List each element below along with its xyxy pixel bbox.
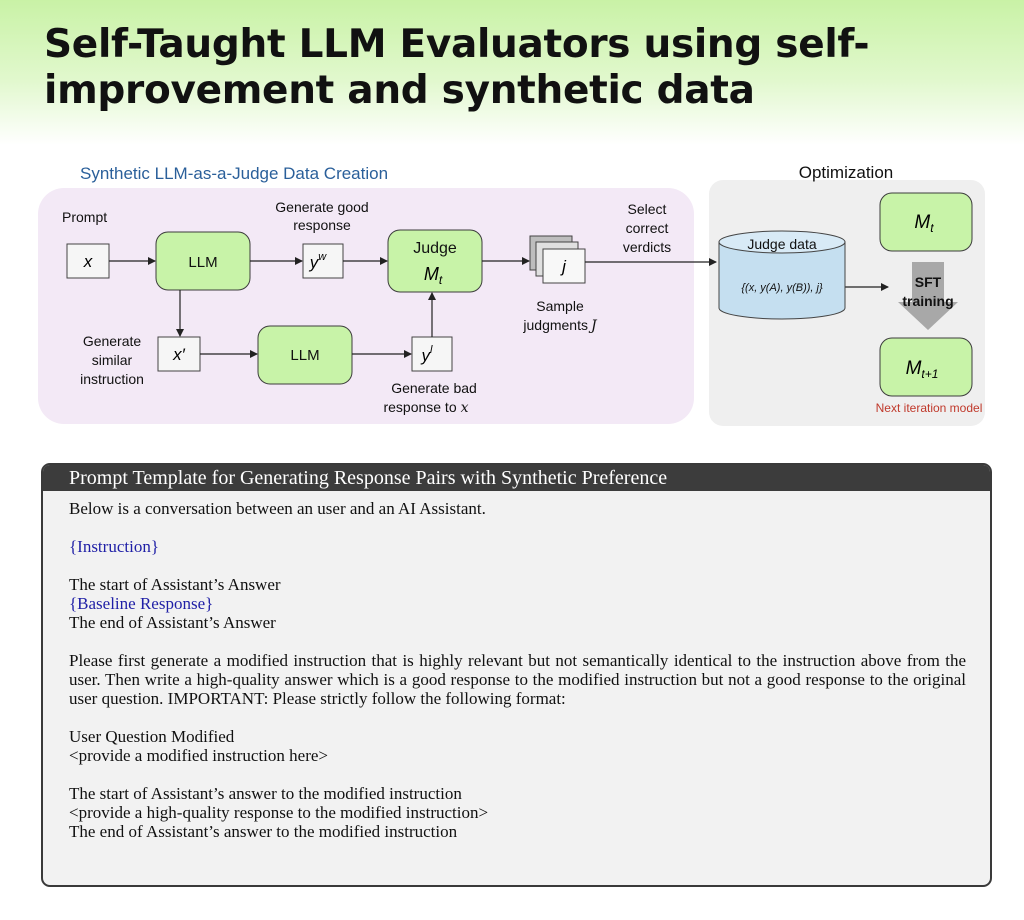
- synthetic-data-panel: [38, 188, 694, 424]
- prompt-template-box: Prompt Template for Generating Response …: [41, 463, 992, 887]
- x-prime-symbol: x′: [172, 345, 186, 364]
- j-symbol: j: [560, 257, 567, 276]
- title-banner: [0, 0, 1024, 145]
- generate-similar-2: similar: [92, 352, 133, 368]
- flow-arrows: [109, 257, 889, 358]
- generate-similar-3: instruction: [80, 371, 144, 387]
- select-correct-1: Select: [628, 201, 667, 217]
- yw-symbol: yw: [309, 251, 328, 272]
- llm2-node: [257, 325, 353, 385]
- template-body: Below is a conversation between an user …: [43, 491, 990, 841]
- judge-data-content: {(x, y(A), y(B)), j}: [741, 282, 823, 294]
- uq-modified: User Question Modified: [69, 727, 235, 746]
- j-box: [542, 248, 586, 284]
- generate-good-response-2: response: [293, 217, 351, 233]
- next-iteration-label: Next iteration model: [876, 401, 983, 415]
- prompt-x-symbol: x: [83, 252, 93, 271]
- generate-good-response-1: Generate good: [275, 199, 368, 215]
- mod-end: The end of Assistant’s answer to the mod…: [69, 822, 458, 841]
- instruction-paragraph: Please first generate a modified instruc…: [69, 651, 966, 708]
- prompt-label: Prompt: [62, 209, 107, 225]
- instruction-placeholder: {Instruction}: [69, 537, 159, 556]
- yl-box: [411, 336, 453, 372]
- answer-end: The end of Assistant’s Answer: [69, 613, 276, 632]
- sample-judgments-1: Sample: [536, 298, 584, 314]
- yw-box: [302, 243, 344, 279]
- judge-data-cylinder: [718, 230, 846, 320]
- judge-label: Judge: [413, 240, 457, 257]
- answer-start: The start of Assistant’s Answer: [69, 575, 281, 594]
- pipeline-diagram: Synthetic LLM-as-a-Judge Data Creation O…: [38, 163, 985, 426]
- prompt-x-box: [66, 243, 110, 279]
- mod-placeholder: <provide a high-quality response to the …: [69, 803, 489, 822]
- left-panel-title: Synthetic LLM-as-a-Judge Data Creation: [80, 164, 388, 183]
- mt-symbol: Mt: [914, 212, 934, 235]
- mt1-symbol: Mt+1: [906, 358, 939, 381]
- sft-label: SFT: [915, 274, 942, 290]
- generate-similar-1: Generate: [83, 333, 142, 349]
- yl-symbol: yl: [421, 344, 434, 365]
- template-intro: Below is a conversation between an user …: [69, 499, 486, 518]
- right-panel-title: Optimization: [799, 163, 893, 182]
- select-correct-3: verdicts: [623, 239, 671, 255]
- training-label: training: [902, 293, 953, 309]
- mod-start: The start of Assistant’s answer to the m…: [69, 784, 462, 803]
- page-title: Self-Taught LLM Evaluators using self-im…: [44, 22, 870, 113]
- baseline-placeholder: {Baseline Response}: [69, 594, 214, 613]
- judge-model-symbol: Mt: [424, 264, 443, 287]
- select-correct-2: correct: [626, 220, 669, 236]
- mt-node: [879, 192, 973, 252]
- template-header: Prompt Template for Generating Response …: [43, 465, 990, 491]
- sft-arrow: [898, 262, 958, 330]
- generate-bad-1: Generate bad: [391, 380, 477, 396]
- llm2-label: LLM: [290, 347, 319, 364]
- llm-label: LLM: [188, 254, 217, 271]
- judge-data-label: Judge data: [747, 236, 816, 252]
- uq-placeholder: <provide a modified instruction here>: [69, 746, 328, 765]
- mt1-node: [879, 337, 973, 397]
